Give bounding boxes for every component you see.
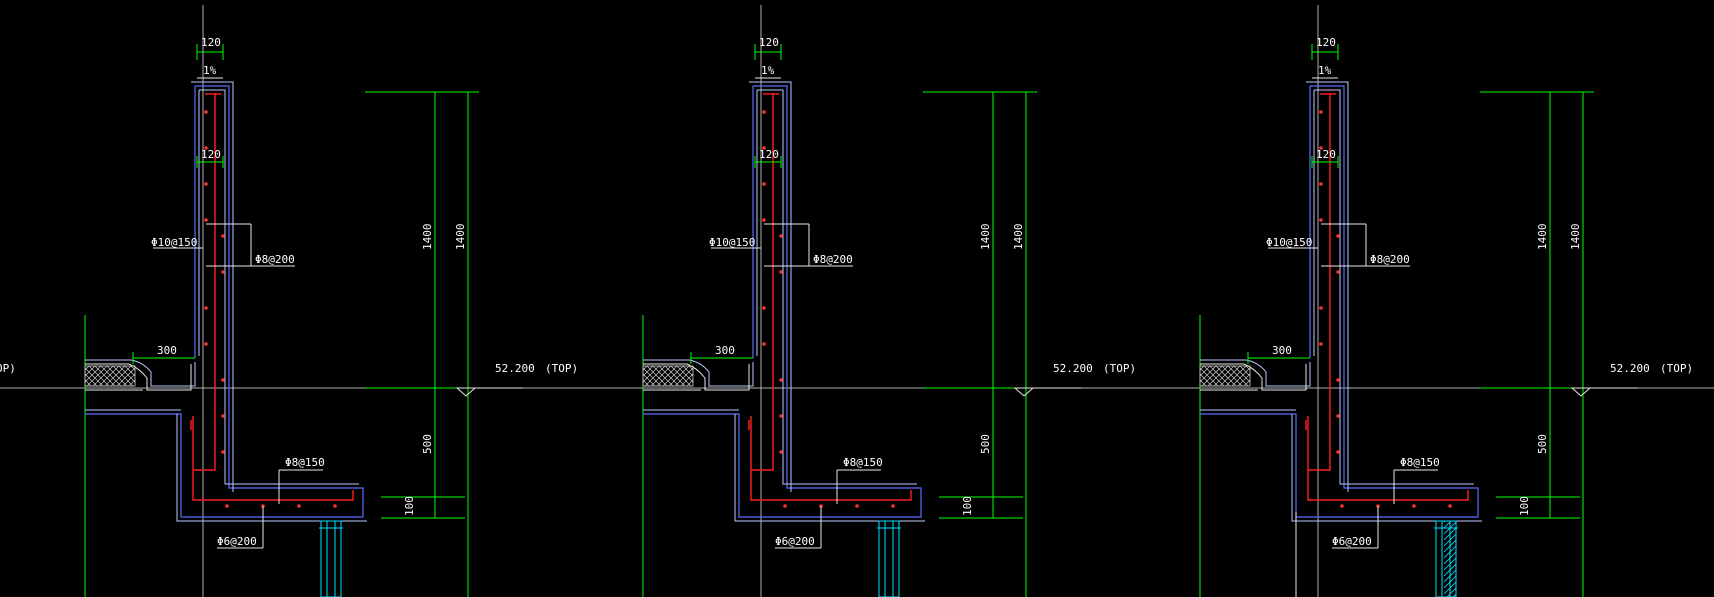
dim-top-width: 120 — [759, 36, 779, 49]
elevation-value: 52.200 — [1610, 362, 1650, 375]
dim-height-outer: 1400 — [421, 224, 434, 251]
slab-top-rebar-label: Φ8@150 — [1400, 456, 1440, 469]
slab-top-rebar-label: Φ8@150 — [285, 456, 325, 469]
elevation-tag: (TOP) — [1103, 362, 1136, 375]
slab-bottom-rebar-label: Φ6@200 — [775, 535, 815, 548]
dim-lower: 500 — [979, 434, 992, 454]
dim-slab: 100 — [961, 496, 974, 516]
slab-top-rebar-label: Φ8@150 — [843, 456, 883, 469]
dim-slab: 100 — [1518, 496, 1531, 516]
vertical-rebar-label: Φ10@150 — [1266, 236, 1312, 249]
slope-label: 1% — [203, 64, 217, 77]
section-detail-3[interactable]: 120 1% 120 Φ10@150 Φ8@200 300 1400 1400 … — [1199, 4, 1693, 597]
dim-top-width: 120 — [201, 36, 221, 49]
dim-cap: 120 — [201, 148, 221, 161]
dim-gutter: 300 — [157, 344, 177, 357]
horizontal-rebar-label: Φ8@200 — [813, 253, 853, 266]
horizontal-rebar-label: Φ8@200 — [255, 253, 295, 266]
slope-label: 1% — [761, 64, 775, 77]
elevation-tag: (TOP) — [1660, 362, 1693, 375]
elevation-tag: (TOP) — [545, 362, 578, 375]
dim-slab: 100 — [403, 496, 416, 516]
elevation-value: 52.200 — [495, 362, 535, 375]
dim-height-outer: 1400 — [1536, 224, 1549, 251]
dim-height-inner: 1400 — [454, 224, 467, 251]
dim-gutter: 300 — [715, 344, 735, 357]
dim-height-inner: 1400 — [1569, 224, 1582, 251]
elevation-value: 52.200 — [1053, 362, 1093, 375]
dim-height-outer: 1400 — [979, 224, 992, 251]
dim-lower: 500 — [1536, 434, 1549, 454]
dim-gutter: 300 — [1272, 344, 1292, 357]
section-detail-2[interactable]: 120 1% 120 Φ10@150 Φ8@200 300 1400 1400 … — [642, 4, 1136, 597]
horizontal-rebar-label: Φ8@200 — [1370, 253, 1410, 266]
slab-bottom-rebar-label: Φ6@200 — [217, 535, 257, 548]
left-edge-label: OP) — [0, 362, 16, 375]
slope-label: 1% — [1318, 64, 1332, 77]
dim-height-inner: 1400 — [1012, 224, 1025, 251]
slab-bottom-rebar-label: Φ6@200 — [1332, 535, 1372, 548]
section-detail-1[interactable]: 120 1% 120 Φ10@150 Φ8@200 300 1400 1400 … — [84, 4, 578, 597]
vertical-rebar-label: Φ10@150 — [709, 236, 755, 249]
dim-cap: 120 — [759, 148, 779, 161]
dim-lower: 500 — [421, 434, 434, 454]
dim-top-width: 120 — [1316, 36, 1336, 49]
dim-cap: 120 — [1316, 148, 1336, 161]
masonry-wall-hatch — [1444, 521, 1456, 597]
vertical-rebar-label: Φ10@150 — [151, 236, 197, 249]
